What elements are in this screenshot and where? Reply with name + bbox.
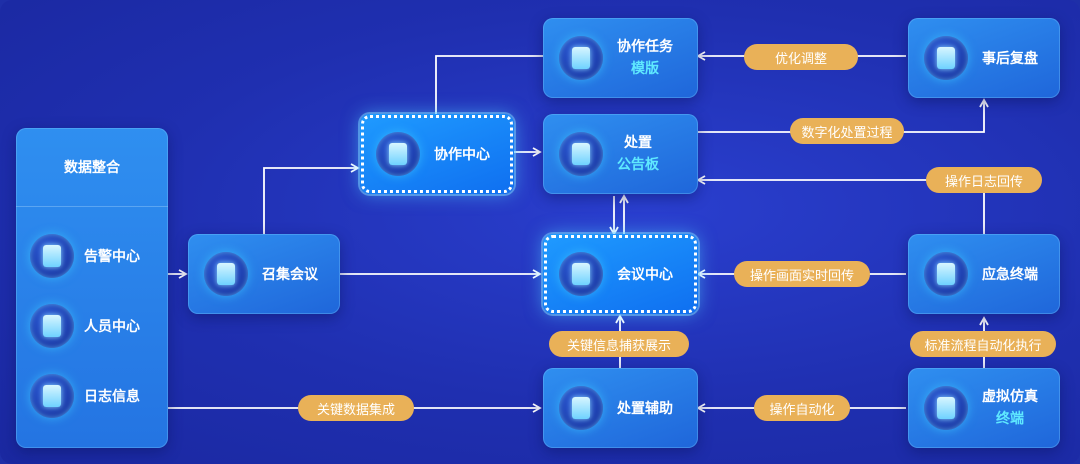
- node-post-review[interactable]: 事后复盘: [908, 18, 1060, 98]
- chat-icon: [204, 252, 248, 296]
- node-virtual-sim-terminal[interactable]: 虚拟仿真 终端: [908, 368, 1060, 448]
- shield-icon: [559, 386, 603, 430]
- node-label: 协作中心: [434, 147, 490, 163]
- node-label-line1: 协作任务: [617, 39, 673, 55]
- node-meeting-center[interactable]: 会议中心: [543, 234, 698, 314]
- puzzle-icon: [924, 36, 968, 80]
- pill-auto-op: 操作自动化: [754, 395, 850, 421]
- node-label-line1: 处置: [624, 135, 652, 151]
- node-coop-center[interactable]: 协作中心: [360, 114, 514, 194]
- document-icon: [559, 36, 603, 80]
- link-summon-to-coop: [263, 163, 360, 234]
- node-summon-meeting[interactable]: 召集会议: [188, 234, 340, 314]
- server-stack-icon: [924, 386, 968, 430]
- panel-title: 数据整合: [16, 128, 168, 207]
- pill-screen-return: 操作画面实时回传: [734, 261, 870, 287]
- node-label: 处置辅助: [617, 401, 673, 417]
- server-stack-icon: [30, 234, 74, 278]
- pill-optimize: 优化调整: [744, 44, 858, 70]
- link-template-to-coop: [431, 55, 543, 130]
- people-icon: [30, 304, 74, 348]
- people-group-icon: [559, 252, 603, 296]
- node-label: 会议中心: [617, 267, 673, 283]
- pill-op-log-return: 操作日志回传: [926, 167, 1042, 193]
- panel-item-alarm-center[interactable]: 告警中心: [16, 228, 168, 284]
- server-stack-icon: [30, 374, 74, 418]
- board-icon: [559, 132, 603, 176]
- node-label-line2: 模版: [631, 61, 659, 77]
- pill-key-info: 关键信息捕获展示: [549, 331, 689, 357]
- panel-item-log-info[interactable]: 日志信息: [16, 368, 168, 424]
- pill-key-data: 关键数据集成: [298, 395, 414, 421]
- pill-digital-process: 数字化处置过程: [790, 118, 904, 144]
- server-stack-icon: [376, 132, 420, 176]
- node-label-line2: 终端: [996, 411, 1024, 427]
- node-label: 应急终端: [982, 267, 1038, 283]
- location-pin-icon: [924, 252, 968, 296]
- panel-item-personnel-center[interactable]: 人员中心: [16, 298, 168, 354]
- node-disposal-assist[interactable]: 处置辅助: [543, 368, 698, 448]
- panel-item-label: 告警中心: [84, 249, 140, 265]
- node-disposal-board[interactable]: 处置 公告板: [543, 114, 698, 194]
- node-label: 召集会议: [262, 267, 318, 283]
- node-label: 事后复盘: [982, 51, 1038, 67]
- node-coop-task-template[interactable]: 协作任务 模版: [543, 18, 698, 98]
- pill-std-process: 标准流程自动化执行: [910, 331, 1056, 357]
- data-integration-panel: 数据整合 告警中心 人员中心 日志信息: [16, 128, 168, 448]
- panel-item-label: 人员中心: [84, 319, 140, 335]
- panel-item-label: 日志信息: [84, 389, 140, 405]
- node-label-line1: 虚拟仿真: [982, 389, 1038, 405]
- node-emergency-terminal[interactable]: 应急终端: [908, 234, 1060, 314]
- node-label-line2: 公告板: [617, 157, 659, 173]
